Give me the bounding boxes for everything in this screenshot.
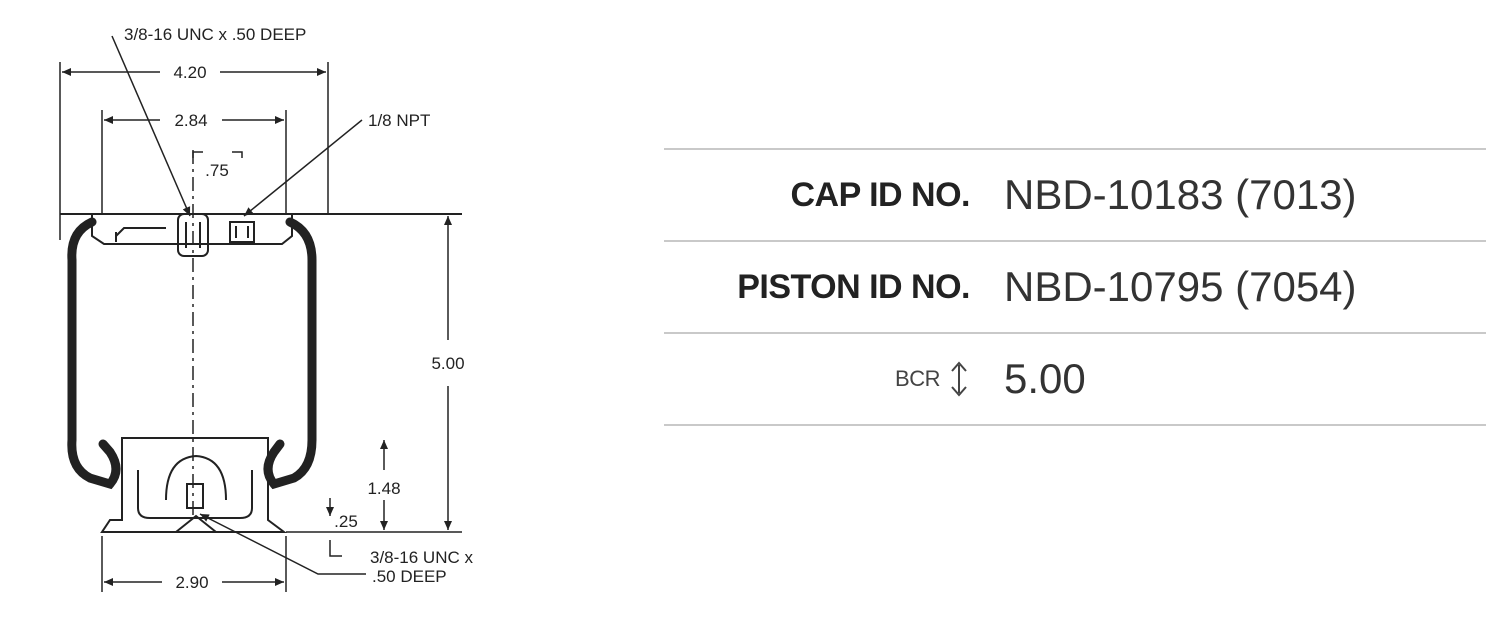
spec-row-cap-id: CAP ID NO. NBD-10183 (7013) (664, 148, 1486, 240)
mount-spacing-dimension (101, 110, 287, 214)
port-offset-dimension (192, 151, 243, 158)
bcr-value: 5.00 (1004, 355, 1086, 402)
air-spring-technical-drawing: 4.20 2.84 .75 3/8-16 UNC x .50 DEEP 1/8 … (59, 25, 473, 592)
port-callout-leader (243, 119, 363, 217)
top-thread-callout: 3/8-16 UNC x .50 DEEP (124, 25, 306, 44)
port-offset-label: .75 (205, 161, 229, 180)
piston (100, 437, 287, 533)
base-offset-dimension (326, 498, 342, 557)
piston-height-label: 1.48 (367, 479, 400, 498)
bottom-thread-callout-line1: 3/8-16 UNC x (370, 548, 473, 567)
piston-id-label: PISTON ID NO. (737, 267, 970, 306)
bcr-label-group: BCR (664, 359, 970, 399)
overall-width-label: 4.20 (173, 63, 206, 82)
cap-id-label: CAP ID NO. (790, 175, 970, 214)
up-down-arrow-icon (951, 361, 967, 397)
spec-row-piston-id: PISTON ID NO. NBD-10795 (7054) (664, 240, 1486, 332)
top-bead-plate (60, 213, 462, 257)
piston-id-value: NBD-10795 (7054) (1004, 263, 1357, 310)
bcr-label: BCR (895, 366, 940, 391)
top-thread-leader (111, 35, 191, 217)
piston-width-label: 2.90 (175, 573, 208, 592)
height-dimension (286, 216, 462, 533)
height-label: 5.00 (431, 354, 464, 373)
mount-spacing-label: 2.84 (174, 111, 207, 130)
spec-row-bcr: BCR 5.00 (664, 332, 1486, 426)
bottom-thread-leader (199, 513, 366, 575)
cap-id-value: NBD-10183 (7013) (1004, 171, 1357, 218)
port-callout: 1/8 NPT (368, 111, 430, 130)
overall-width-dimension (59, 62, 329, 240)
bellows-outline (67, 217, 317, 490)
spec-table: CAP ID NO. NBD-10183 (7013) PISTON ID NO… (664, 148, 1486, 426)
piston-width-dimension (101, 536, 287, 592)
base-offset-label: .25 (334, 512, 358, 531)
bottom-thread-callout-line2: .50 DEEP (372, 567, 447, 586)
